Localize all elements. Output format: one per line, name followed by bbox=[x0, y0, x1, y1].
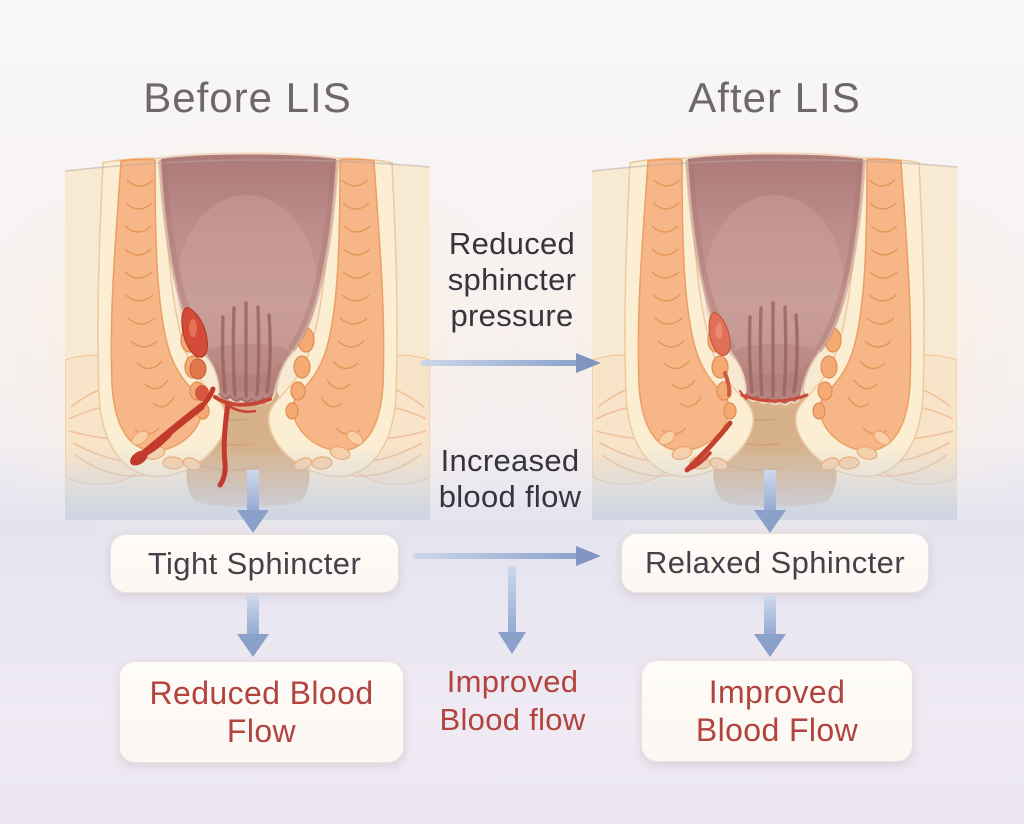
reduced-blood-flow-label: Reduced Blood Flow bbox=[149, 674, 373, 750]
improved-line-2: Blood flow bbox=[439, 702, 586, 737]
down-arrow-before-1 bbox=[237, 470, 269, 533]
anal-canal-illustration-before bbox=[65, 145, 430, 520]
relaxed-sphincter-box: Relaxed Sphincter bbox=[621, 533, 929, 593]
after-anatomy-art bbox=[592, 145, 957, 520]
tight-sphincter-label: Tight Sphincter bbox=[147, 545, 362, 581]
right-arrow-pressure bbox=[420, 353, 601, 373]
reduced-blood-line-2: Flow bbox=[226, 713, 297, 749]
title-before: Before LIS bbox=[143, 74, 352, 121]
reduced-sphincter-pressure-label: Reduced sphincter pressure bbox=[422, 226, 602, 334]
healed-vessels-after bbox=[684, 312, 809, 473]
improved-line-1: Improved bbox=[446, 664, 579, 699]
right-arrow-sphincter bbox=[413, 546, 601, 566]
improved-blood-line-2: Blood Flow bbox=[695, 712, 859, 748]
improved-blood-flow-label: Improved Blood Flow bbox=[696, 673, 858, 749]
reduced-blood-flow-box: Reduced Blood Flow bbox=[119, 661, 404, 763]
title-after: After LIS bbox=[688, 74, 861, 121]
increased-blood-flow-label: Increased blood flow bbox=[410, 443, 610, 515]
down-arrow-before-2 bbox=[237, 596, 269, 657]
improved-blood-line-1: Improved bbox=[708, 674, 846, 710]
tight-sphincter-box: Tight Sphincter bbox=[110, 534, 399, 593]
improved-blood-flow-box: Improved Blood Flow bbox=[641, 660, 913, 762]
pressure-line-3: pressure bbox=[450, 298, 574, 333]
relaxed-sphincter-label: Relaxed Sphincter bbox=[644, 545, 906, 580]
before-anatomy-art bbox=[65, 145, 430, 520]
anal-canal-illustration-after bbox=[592, 145, 957, 520]
pressure-line-2: sphincter bbox=[447, 262, 577, 297]
down-arrow-center bbox=[498, 566, 526, 654]
improved-blood-flow-center-label: Improved Blood flow bbox=[420, 663, 605, 739]
down-arrow-after-2 bbox=[754, 596, 786, 657]
reduced-blood-line-1: Reduced Blood bbox=[149, 675, 374, 711]
engorged-vessels-before bbox=[130, 307, 272, 488]
down-arrow-after-1 bbox=[754, 470, 786, 533]
pressure-line-1: Reduced bbox=[448, 226, 576, 261]
flow-line-1: Increased bbox=[440, 443, 580, 478]
flow-line-2: blood flow bbox=[438, 479, 582, 514]
